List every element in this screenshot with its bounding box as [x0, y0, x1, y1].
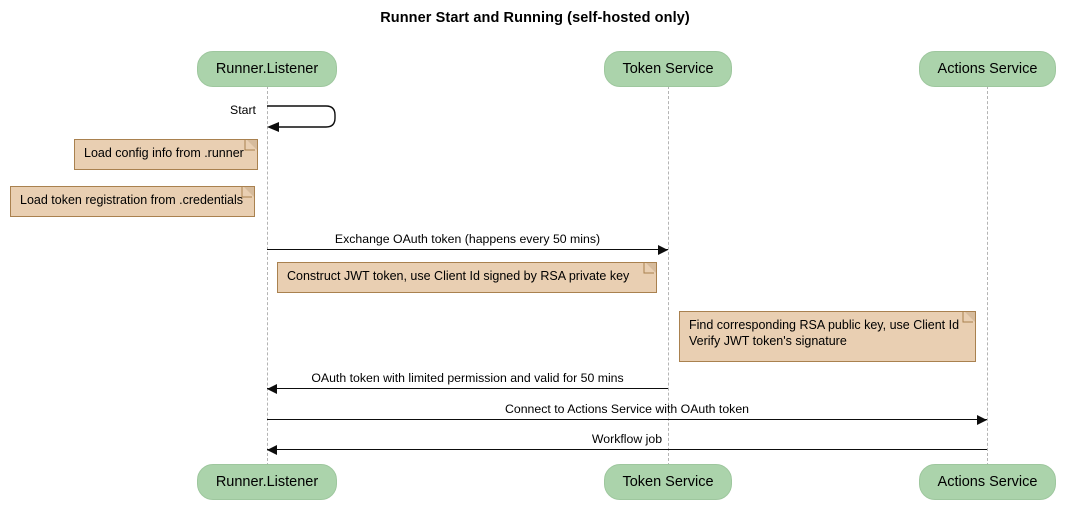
- note-text-load-config-info: Load config info from .runner: [84, 146, 244, 160]
- note-load-config-info: Load config info from .runner: [74, 139, 258, 170]
- message-label-connect-to-actions-service: Connect to Actions Service with OAuth to…: [504, 402, 750, 416]
- message-label-oauth-token-response: OAuth token with limited permission and …: [311, 371, 624, 385]
- diagram-title: Runner Start and Running (self-hosted on…: [380, 10, 690, 26]
- participant-token-bottom[interactable]: Token Service: [604, 464, 732, 500]
- note-construct-jwt-token: Construct JWT token, use Client Id signe…: [277, 262, 657, 293]
- message-label-workflow-job: Workflow job: [591, 432, 663, 446]
- arrow-head-oauth-token-response: [267, 383, 277, 394]
- note-fold-corner-icon: [965, 312, 975, 322]
- note-fold-corner-icon: [247, 140, 257, 150]
- note-fold-corner-icon: [244, 187, 254, 197]
- message-line-exchange-oauth-token: [267, 249, 668, 250]
- note-text-construct-jwt-token: Construct JWT token, use Client Id signe…: [287, 269, 630, 283]
- message-label-exchange-oauth-token: Exchange OAuth token (happens every 50 m…: [334, 232, 601, 246]
- participant-runner-bottom[interactable]: Runner.Listener: [197, 464, 337, 500]
- note-fold-corner-icon: [646, 263, 656, 273]
- arrow-head-workflow-job: [267, 444, 277, 455]
- participant-actions-bottom[interactable]: Actions Service: [919, 464, 1056, 500]
- lifeline-token: [668, 86, 669, 466]
- self-message-loop-start: [267, 105, 339, 136]
- note-load-token-registration: Load token registration from .credential…: [10, 186, 255, 217]
- message-line-workflow-job: [267, 449, 987, 450]
- message-line-oauth-token-response: [267, 388, 668, 389]
- note-text-load-token-registration: Load token registration from .credential…: [20, 193, 244, 207]
- note-verify-jwt-signature: Find corresponding RSA public key, use C…: [679, 311, 976, 362]
- note-text-verify-jwt-signature: Find corresponding RSA public key, use C…: [689, 318, 960, 348]
- participant-runner-top[interactable]: Runner.Listener: [197, 51, 337, 87]
- arrow-head-connect-to-actions-service: [977, 414, 987, 425]
- lifeline-actions: [987, 86, 988, 466]
- message-label-start: Start: [230, 103, 256, 117]
- arrow-head-exchange-oauth-token: [658, 244, 668, 255]
- participant-actions-top[interactable]: Actions Service: [919, 51, 1056, 87]
- message-line-connect-to-actions-service: [267, 419, 987, 420]
- lifeline-runner: [267, 86, 268, 466]
- participant-token-top[interactable]: Token Service: [604, 51, 732, 87]
